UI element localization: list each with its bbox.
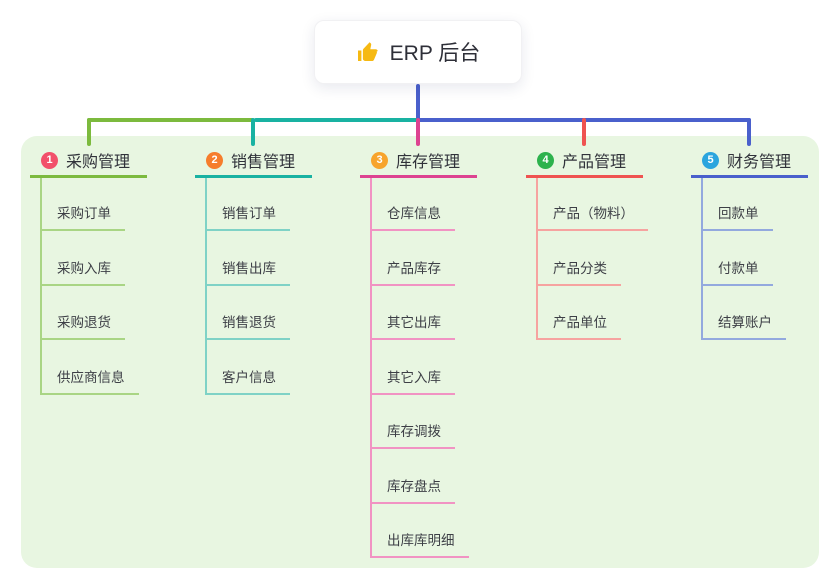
- child-node-payment-bill[interactable]: 付款单: [701, 259, 773, 286]
- branch-stub-inventory: [416, 118, 420, 146]
- branch-number-badge: 3: [371, 151, 388, 169]
- children-trunk-line: [701, 178, 703, 340]
- child-node-product-material[interactable]: 产品（物料）: [536, 204, 648, 231]
- branch-stub-purchase: [87, 118, 91, 146]
- children-trunk-line: [40, 178, 42, 395]
- children-trunk-line: [205, 178, 207, 395]
- branch-label: 库存管理: [396, 154, 461, 171]
- thumbs-up-icon: [356, 40, 380, 64]
- branch-node-sales[interactable]: 2 销售管理: [195, 149, 312, 178]
- child-node-other-inbound[interactable]: 其它入库: [370, 368, 455, 395]
- root-node[interactable]: ERP 后台: [314, 20, 522, 84]
- branch-node-inventory[interactable]: 3 库存管理: [360, 149, 477, 178]
- branch-number-badge: 5: [702, 151, 719, 169]
- branch-stub-finance: [747, 118, 751, 146]
- child-node-purchase-inbound[interactable]: 采购入库: [40, 259, 125, 286]
- child-node-warehouse-info[interactable]: 仓库信息: [370, 204, 455, 231]
- connector-line-purchase: [87, 118, 254, 122]
- child-node-receipt-bill[interactable]: 回款单: [701, 204, 773, 231]
- branch-label: 销售管理: [231, 154, 296, 171]
- child-node-purchase-order[interactable]: 采购订单: [40, 204, 125, 231]
- branches-panel: [21, 136, 819, 568]
- child-node-sales-return[interactable]: 销售退货: [205, 313, 290, 340]
- branch-number-badge: 4: [537, 151, 554, 169]
- branch-label: 财务管理: [727, 154, 792, 171]
- connector-line-sales: [254, 118, 418, 122]
- branch-stub-sales: [251, 118, 255, 146]
- children-trunk-line: [370, 178, 372, 558]
- branch-number-badge: 1: [41, 151, 58, 169]
- root-stem-line: [416, 84, 420, 122]
- child-node-sales-outbound[interactable]: 销售出库: [205, 259, 290, 286]
- child-node-other-outbound[interactable]: 其它出库: [370, 313, 455, 340]
- child-node-product-unit[interactable]: 产品单位: [536, 313, 621, 340]
- child-node-stock-count[interactable]: 库存盘点: [370, 477, 455, 504]
- branch-label: 产品管理: [562, 154, 627, 171]
- root-title: ERP 后台: [389, 42, 481, 65]
- child-node-purchase-return[interactable]: 采购退货: [40, 313, 125, 340]
- child-node-sales-order[interactable]: 销售订单: [205, 204, 290, 231]
- child-node-product-stock[interactable]: 产品库存: [370, 259, 455, 286]
- branch-node-finance[interactable]: 5 财务管理: [691, 149, 808, 178]
- branch-number-badge: 2: [206, 151, 223, 169]
- child-node-outbound-detail[interactable]: 出库库明细: [370, 531, 469, 558]
- child-node-settlement-account[interactable]: 结算账户: [701, 313, 786, 340]
- child-node-customer-info[interactable]: 客户信息: [205, 368, 290, 395]
- children-trunk-line: [536, 178, 538, 340]
- branch-stub-product: [582, 118, 586, 146]
- branch-label: 采购管理: [66, 154, 131, 171]
- child-node-stock-transfer[interactable]: 库存调拨: [370, 422, 455, 449]
- branch-node-purchase[interactable]: 1 采购管理: [30, 149, 147, 178]
- child-node-product-category[interactable]: 产品分类: [536, 259, 621, 286]
- child-node-supplier-info[interactable]: 供应商信息: [40, 368, 139, 395]
- branch-node-product[interactable]: 4 产品管理: [526, 149, 643, 178]
